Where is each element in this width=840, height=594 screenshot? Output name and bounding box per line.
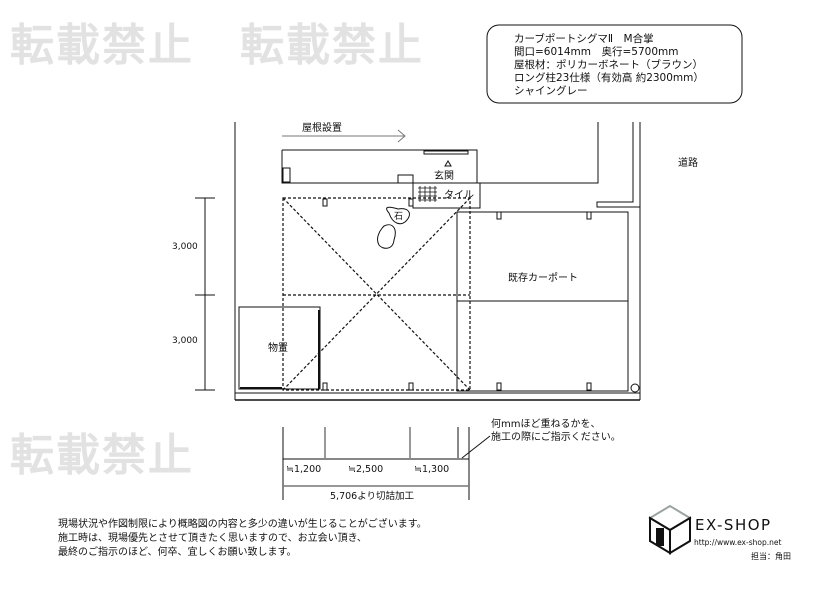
footer-note: 最終のご指示のほど、何卒、宜しくお願い致します。 xyxy=(58,545,297,558)
staff-label: 担当：角田 xyxy=(751,551,791,561)
existing-carport-label: 既存カーポート xyxy=(508,271,578,284)
dimension-label: 3,000 xyxy=(172,336,198,346)
stepping-stone xyxy=(386,206,410,225)
watermark-layer: 転載禁止 転載禁止 転載禁止 xyxy=(10,20,424,481)
dimension-label: ≒2,500 xyxy=(348,464,383,475)
post xyxy=(408,198,414,207)
stepping-stone xyxy=(377,224,396,249)
bottom-dimension xyxy=(282,427,491,500)
site-plan xyxy=(195,122,641,500)
ex-shop-logo: EX-SHOP http://www.ex-shop.net 担当：角田 xyxy=(648,504,791,561)
road-label: 道路 xyxy=(678,156,698,169)
watermark-text: 転載禁止 xyxy=(240,20,424,71)
entrance-label: 玄関 xyxy=(434,169,454,182)
tile-area xyxy=(412,182,481,209)
footer-note: 施工時は、現場優先とさせて頂きたく思いますので、お立会い頂き、 xyxy=(58,531,367,544)
spec-line: 間口=6014mm 奥行=5700mm xyxy=(514,45,678,58)
house-pillar xyxy=(397,174,414,184)
dimension-label: ≒1,300 xyxy=(414,464,449,475)
posts xyxy=(322,198,640,393)
post xyxy=(586,382,592,391)
post xyxy=(586,211,592,220)
entrance-marker-icon xyxy=(444,160,452,167)
total-dimension-label: 5,706より切詰加工 xyxy=(330,490,415,502)
logo-brand: EX-SHOP xyxy=(695,516,772,534)
dimension-label: 3,000 xyxy=(172,242,198,252)
logo-cube-right-icon xyxy=(669,516,691,555)
post xyxy=(496,211,502,220)
arrow-head-icon xyxy=(397,129,406,143)
spec-box: カーブポートシグマⅡ M合掌 間口=6014mm 奥行=5700mm 屋根材：ポ… xyxy=(486,24,743,104)
overlap-note: 何mmほど重ねるかを、 xyxy=(491,417,600,430)
tile-hatch-icon xyxy=(418,186,437,202)
dimension-label: ≒1,200 xyxy=(286,464,321,475)
spec-line: カーブポートシグマⅡ M合掌 xyxy=(514,32,654,45)
stone-label: 石 xyxy=(394,212,403,222)
logo-e-icon xyxy=(656,528,664,546)
watermark-text: 転載禁止 xyxy=(10,430,194,481)
house-outline xyxy=(282,149,478,183)
storage-label: 物置 xyxy=(268,341,288,354)
logo-url: http://www.ex-shop.net xyxy=(694,538,781,547)
post xyxy=(408,382,414,391)
roof-install-label: 屋根設置 xyxy=(302,121,342,134)
post xyxy=(322,382,328,391)
new-carport-outline xyxy=(282,197,471,391)
house-pillar xyxy=(282,167,291,183)
post xyxy=(496,382,502,391)
footer-note: 現場状況や作図制限により概略図の内容と多少の違いが生じることがございます。 xyxy=(58,517,427,530)
logo-cube-top-icon xyxy=(648,504,692,532)
spec-line: シャイングレー xyxy=(514,84,588,97)
watermark-text: 転載禁止 xyxy=(10,20,194,71)
entrance-step xyxy=(423,150,469,155)
post xyxy=(322,198,328,207)
overlap-note: 施工の際にご指示ください。 xyxy=(491,430,621,443)
house-wall xyxy=(596,122,640,208)
tile-label: タイル xyxy=(444,189,474,201)
spec-line: 屋根材：ポリカーボネート（ブラウン） xyxy=(514,58,703,71)
leader-line xyxy=(461,435,491,459)
pole-marker xyxy=(630,383,640,393)
spec-line: ロング柱23仕様（有効高 約2300mm） xyxy=(514,71,704,84)
